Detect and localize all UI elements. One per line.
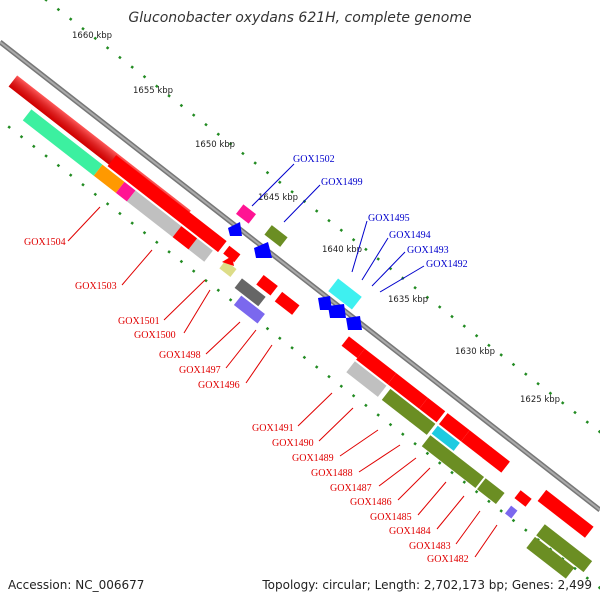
gene-block (341, 336, 365, 359)
gene-block (346, 316, 362, 330)
gene-block (346, 361, 387, 397)
gene-block (431, 425, 460, 451)
gene-block (514, 490, 532, 507)
gene-label: GOX1485 (370, 512, 412, 523)
gene-label: GOX1496 (198, 380, 240, 391)
gene-label: GOX1499 (321, 177, 363, 188)
gene-block (228, 222, 242, 236)
scale-label: 1625 kbp (520, 395, 560, 405)
gene-label: GOX1487 (330, 483, 372, 494)
scale-labels: 1660 kbp 1655 kbp 1650 kbp 1645 kbp 1640… (72, 31, 560, 405)
gene-block (264, 225, 288, 247)
leader-lines-reverse (251, 163, 425, 293)
gene-label: GOX1498 (159, 350, 201, 361)
gene-label: GOX1484 (389, 526, 431, 537)
accession-text: Accession: NC_006677 (8, 578, 145, 592)
scale-label: 1660 kbp (72, 31, 112, 41)
gene-block (504, 505, 518, 519)
gene-block (356, 348, 397, 385)
scale-label: 1650 kbp (195, 140, 235, 150)
gene-label: GOX1495 (368, 213, 410, 224)
gene-block (419, 397, 446, 423)
gene-block (438, 413, 470, 442)
gene-label: GOX1504 (24, 237, 66, 248)
gene-label: GOX1503 (75, 281, 117, 292)
gene-label: GOX1500 (134, 330, 176, 341)
gene-block (328, 304, 346, 318)
gene-label: GOX1489 (292, 453, 334, 464)
gene-block (115, 181, 136, 202)
leader-lines-forward (67, 206, 498, 558)
gene-label: GOX1494 (389, 230, 431, 241)
gene-block (381, 388, 419, 423)
genome-backbone (0, 40, 600, 512)
gene-block (223, 245, 241, 263)
gene-block (172, 226, 198, 250)
gene-block (274, 291, 300, 315)
gene-block (107, 155, 227, 253)
gene-label: GOX1501 (118, 316, 160, 327)
gene-label: GOX1490 (272, 438, 314, 449)
gene-block (537, 489, 594, 538)
scale-label: 1655 kbp (133, 86, 173, 96)
gene-label: GOX1491 (252, 423, 294, 434)
gene-block (233, 295, 265, 324)
gene-block (254, 242, 272, 258)
gene-label: GOX1493 (407, 245, 449, 256)
gene-block (421, 435, 485, 489)
gene-block (93, 164, 125, 193)
scale-label: 1635 kbp (388, 295, 428, 305)
forward-gene-labels: GOX1504 GOX1503 GOX1501 GOX1500 GOX1498 … (24, 237, 469, 565)
gene-label: GOX1486 (350, 497, 392, 508)
gene-block (461, 430, 492, 459)
gene-label: GOX1482 (427, 554, 469, 565)
gene-label: GOX1497 (179, 365, 221, 376)
gene-label: GOX1502 (293, 154, 335, 165)
scale-label: 1630 kbp (455, 347, 495, 357)
gene-block (536, 524, 593, 573)
gene-block (482, 446, 510, 473)
forward-strand-genes (8, 75, 594, 579)
topology-text: Topology: circular; Length: 2,702,173 bp… (262, 578, 592, 592)
gene-block (234, 278, 266, 307)
gene-block (477, 478, 505, 504)
gene-block (328, 278, 362, 310)
scale-label: 1640 kbp (322, 245, 362, 255)
gene-block (22, 109, 103, 176)
gene-block (222, 256, 234, 266)
gene-block (236, 204, 256, 224)
gene-block (387, 373, 428, 409)
gene-label: GOX1488 (311, 468, 353, 479)
map-title: Gluconobacter oxydans 621H, complete gen… (128, 10, 472, 26)
reverse-strand-genes (222, 204, 362, 330)
reverse-gene-labels: GOX1502 GOX1499 GOX1495 GOX1494 GOX1493 … (293, 154, 468, 270)
gene-label: GOX1483 (409, 541, 451, 552)
scale-track (44, 0, 600, 434)
gene-block (219, 260, 237, 277)
gene-block (256, 274, 278, 296)
gene-label: GOX1492 (426, 259, 468, 270)
gene-block (526, 536, 575, 579)
scale-label: 1645 kbp (258, 193, 298, 203)
gene-block (409, 410, 436, 435)
